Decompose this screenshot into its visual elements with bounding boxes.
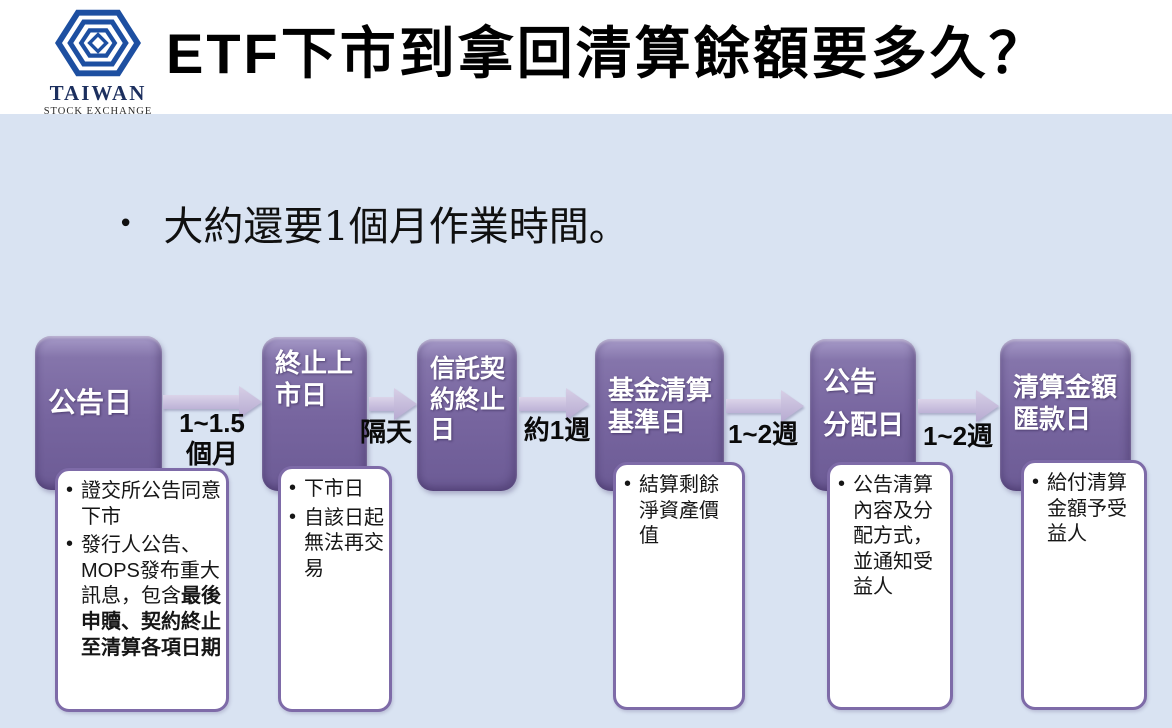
slide-title: ETF下市到拿回清算餘額要多久？ xyxy=(166,22,1048,85)
flow-arrow-right-icon xyxy=(163,386,262,418)
logo-name: TAIWAN xyxy=(49,81,147,105)
flow-step-trust-termination-date: 信託契 約終止 日 xyxy=(417,339,517,491)
summary-bullet: • 大約還要1個月作業時間。 xyxy=(118,194,629,252)
interval-label: 隔天 xyxy=(359,417,412,447)
flow-step-title: 公告 分配日 xyxy=(823,367,904,441)
detail-item: 證交所公告同意下市 xyxy=(66,478,222,530)
twse-logo: TAIWAN STOCK EXCHANGE xyxy=(34,6,162,117)
flow-step-title: 公告日 xyxy=(48,387,133,418)
flow-arrow-right-icon xyxy=(726,390,804,422)
flow-step-detail-remittance: 給付清算金額予受益人 xyxy=(1021,460,1147,710)
flow-arrow-right-icon xyxy=(918,390,999,422)
interval-label: 1~2週 xyxy=(922,421,994,451)
detail-item: 下市日 xyxy=(289,476,385,503)
detail-item-emphasis: 最後申贖、契約終止至清算各項日期 xyxy=(81,585,221,659)
interval-label: 1~2週 xyxy=(727,419,799,449)
detail-item: 給付清算金額予受益人 xyxy=(1032,470,1140,548)
flow-step-detail-announcement: 證交所公告同意下市 發行人公告、MOPS發布重大訊息，包含最後申贖、契約終止至清… xyxy=(55,468,229,712)
flow-step-detail-liquidation: 結算剩餘淨資產價值 xyxy=(613,462,745,710)
flow-step-announcement-date: 公告日 xyxy=(35,336,162,490)
flow-arrow-right-icon xyxy=(519,388,589,420)
logo-subname: STOCK EXCHANGE xyxy=(43,106,153,117)
detail-item: 發行人公告、MOPS發布重大訊息，包含最後申贖、契約終止至清算各項日期 xyxy=(66,532,222,661)
detail-item: 自該日起無法再交易 xyxy=(289,505,385,583)
flow-step-detail-delisting: 下市日 自該日起無法再交易 xyxy=(278,466,392,712)
interval-label: 約1週 xyxy=(523,415,591,445)
interval-label: 1~1.5 個月 xyxy=(179,408,245,470)
flow-step-title: 清算金額 匯款日 xyxy=(1013,372,1118,434)
flow-step-delisting-date: 終止上 市日 xyxy=(262,337,367,491)
detail-item: 公告清算內容及分配方式，並通知受益人 xyxy=(838,472,946,601)
header: TAIWAN STOCK EXCHANGE ETF下市到拿回清算餘額要多久？ xyxy=(0,0,1172,117)
twse-hexagon-icon xyxy=(55,9,141,77)
flow-arrow-right-icon xyxy=(369,388,417,420)
detail-item: 結算剩餘淨資產價值 xyxy=(624,472,738,550)
flow-step-title: 信託契 約終止 日 xyxy=(430,355,506,444)
flow-step-detail-distribution: 公告清算內容及分配方式，並通知受益人 xyxy=(827,462,953,710)
slide-body: • 大約還要1個月作業時間。 公告日 終止上 市日 信託契 約終止 日 基金清算 … xyxy=(0,114,1172,728)
bullet-dot-icon: • xyxy=(118,209,134,239)
flow-step-title: 基金清算 基準日 xyxy=(608,375,713,437)
flow-step-title: 終止上 市日 xyxy=(275,348,354,410)
summary-text: 大約還要1個月作業時間。 xyxy=(163,204,629,250)
